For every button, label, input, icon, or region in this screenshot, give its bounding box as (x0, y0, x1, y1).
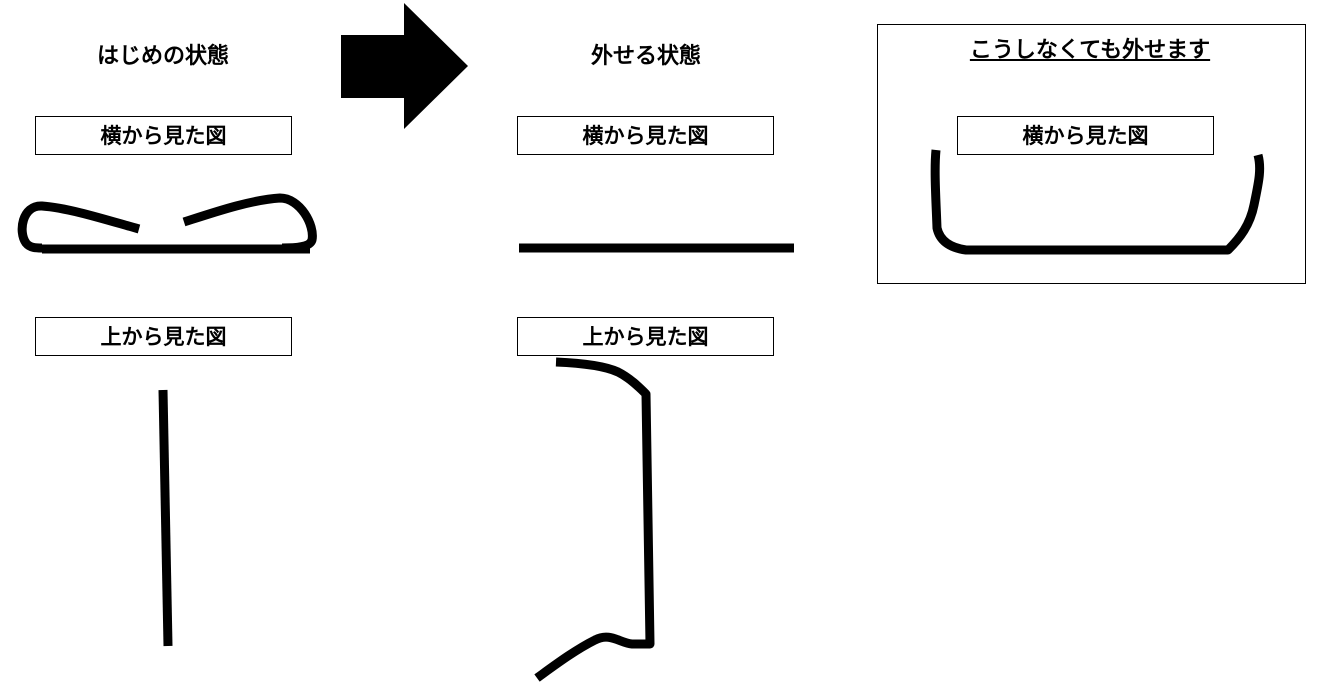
alternative-side-label: 横から見た図 (957, 116, 1214, 155)
initial-title: はじめの状態 (96, 44, 229, 69)
removable-side-label: 横から見た図 (517, 116, 774, 155)
arrow-right-icon (341, 3, 468, 129)
initial-side-left-wire (17, 201, 141, 253)
removable-top-label: 上から見た図 (517, 317, 774, 356)
initial-side-label: 横から見た図 (35, 116, 292, 155)
initial-top-wire (158, 389, 173, 647)
alternative-side-wire (930, 149, 1265, 255)
removable-title: 外せる状態 (590, 44, 701, 69)
alternative-frame (877, 24, 1306, 284)
initial-top-label: 上から見た図 (35, 317, 292, 356)
alternative-title: こうしなくても外せます (969, 38, 1211, 63)
removable-top-wire (534, 357, 655, 682)
initial-side-right-wire (182, 193, 317, 253)
